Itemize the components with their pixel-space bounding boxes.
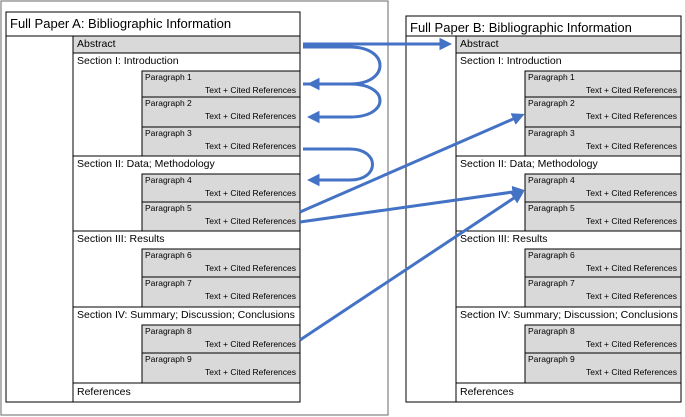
- paper_a-paragraph-content: Text + Cited References: [205, 263, 296, 273]
- paper_a-section-label: Section IV: Summary; Discussion; Conclus…: [77, 309, 295, 321]
- arrow-loop-abstract-to-paragraph-1: [303, 45, 382, 91]
- paper_a-paragraph-content: Text + Cited References: [205, 85, 296, 95]
- paper_b-paragraph-label: Paragraph 8: [528, 326, 575, 336]
- paper_a-section-label: Section III: Results: [77, 233, 165, 245]
- paper_a-abstract-label: Abstract: [77, 38, 116, 50]
- paper_b-paragraph-content: Text + Cited References: [586, 111, 677, 121]
- paper_a-title: Full Paper A: Bibliographic Information: [10, 16, 232, 31]
- paper_a-paragraph-box: [141, 248, 301, 278]
- paper-a-outer-frame: [0, 0, 389, 416]
- paper-b-panel: [405, 15, 682, 403]
- paper_b-paragraph-content: Text + Cited References: [586, 263, 677, 273]
- paper_b-paragraph-label: Paragraph 9: [528, 354, 575, 364]
- arrow-loop-paragraph-3-to-paragraph-4: [303, 147, 374, 187]
- paper_a-paragraph-content: Text + Cited References: [205, 339, 296, 349]
- paper_a-section-label: Section II: Data; Methodology: [77, 158, 215, 170]
- paper_b-section-label: Section III: Results: [460, 233, 548, 245]
- paper_b-paragraph-box: [524, 324, 682, 354]
- paper_b-paragraph-box: [524, 126, 682, 157]
- arrow-paragraph-5-to-b-paragraph-2: [299, 113, 525, 214]
- paper_b-paragraph-box: [524, 173, 682, 203]
- citation-arrows: [299, 37, 525, 342]
- paper_b-paragraph-box: [524, 70, 682, 98]
- paper_a-paragraph-label: Paragraph 1: [145, 72, 192, 82]
- paper_a-paragraph-label: Paragraph 8: [145, 326, 192, 336]
- paper_a-paragraph-box: [141, 173, 301, 203]
- paper_b-section-label: Section I: Introduction: [460, 55, 562, 67]
- paper_b-paragraph-label: Paragraph 6: [528, 250, 575, 260]
- paper_b-paragraph-content: Text + Cited References: [586, 216, 677, 226]
- paper_a-paragraph-label: Paragraph 2: [145, 98, 192, 108]
- paper_a-paragraph-content: Text + Cited References: [205, 291, 296, 301]
- paper_a-paragraph-content: Text + Cited References: [205, 141, 296, 151]
- paper_a-paragraph-content: Text + Cited References: [205, 367, 296, 377]
- paper_b-paragraph-box: [524, 248, 682, 278]
- paper_a-references-label: References: [77, 386, 131, 398]
- paper_a-paragraph-label: Paragraph 6: [145, 250, 192, 260]
- paper_a-paragraph-box: [141, 324, 301, 354]
- paper_b-paragraph-label: Paragraph 1: [528, 72, 575, 82]
- paper_b-references-label: References: [460, 386, 514, 398]
- paper_a-paragraph-label: Paragraph 7: [145, 278, 192, 288]
- paper_b-paragraph-content: Text + Cited References: [586, 367, 677, 377]
- paper_b-paragraph-label: Paragraph 2: [528, 98, 575, 108]
- paper_b-section-label: Section IV: Summary; Discussion; Conclus…: [460, 309, 678, 321]
- paper-a-panel: [0, 0, 389, 416]
- paper_a-paragraph-label: Paragraph 3: [145, 128, 192, 138]
- arrow-loop-paragraph-1-to-paragraph-2: [303, 82, 382, 124]
- paper_b-paragraph-label: Paragraph 5: [528, 203, 575, 213]
- paper_b-paragraph-box: [524, 276, 682, 308]
- paper_a-paragraph-box: [141, 352, 301, 384]
- paper_a-paragraph-label: Paragraph 9: [145, 354, 192, 364]
- paper_b-paragraph-label: Paragraph 7: [528, 278, 575, 288]
- paper_a-paragraph-content: Text + Cited References: [205, 111, 296, 121]
- paper_a-paragraph-content: Text + Cited References: [205, 216, 296, 226]
- paper_a-paragraph-box: [141, 201, 301, 232]
- paper_b-abstract-label: Abstract: [460, 38, 499, 50]
- paper_a-paragraph-label: Paragraph 5: [145, 203, 192, 213]
- paper_a-paragraph-label: Paragraph 4: [145, 175, 192, 185]
- paper_b-paragraph-content: Text + Cited References: [586, 339, 677, 349]
- paper_b-paragraph-box: [524, 352, 682, 384]
- paper_b-paragraph-content: Text + Cited References: [586, 141, 677, 151]
- arrow-paragraph-5-to-b-paragraph-4: [299, 185, 525, 224]
- paper_a-paragraph-box: [141, 276, 301, 308]
- paper_b-paragraph-content: Text + Cited References: [586, 291, 677, 301]
- paper_a-section-label: Section I: Introduction: [77, 55, 179, 67]
- paper_a-paragraph-box: [141, 70, 301, 98]
- arrow-paragraph-8-to-b-paragraph-4: [299, 191, 525, 342]
- paper_b-paragraph-content: Text + Cited References: [586, 188, 677, 198]
- paper_a-paragraph-content: Text + Cited References: [205, 188, 296, 198]
- paper_b-paragraph-label: Paragraph 3: [528, 128, 575, 138]
- paper_b-title: Full Paper B: Bibliographic Information: [410, 20, 632, 35]
- paper_b-paragraph-label: Paragraph 4: [528, 175, 575, 185]
- paper_b-paragraph-content: Text + Cited References: [586, 85, 677, 95]
- paper_b-paragraph-box: [524, 96, 682, 128]
- paper_b-section-label: Section II: Data; Methodology: [460, 158, 598, 170]
